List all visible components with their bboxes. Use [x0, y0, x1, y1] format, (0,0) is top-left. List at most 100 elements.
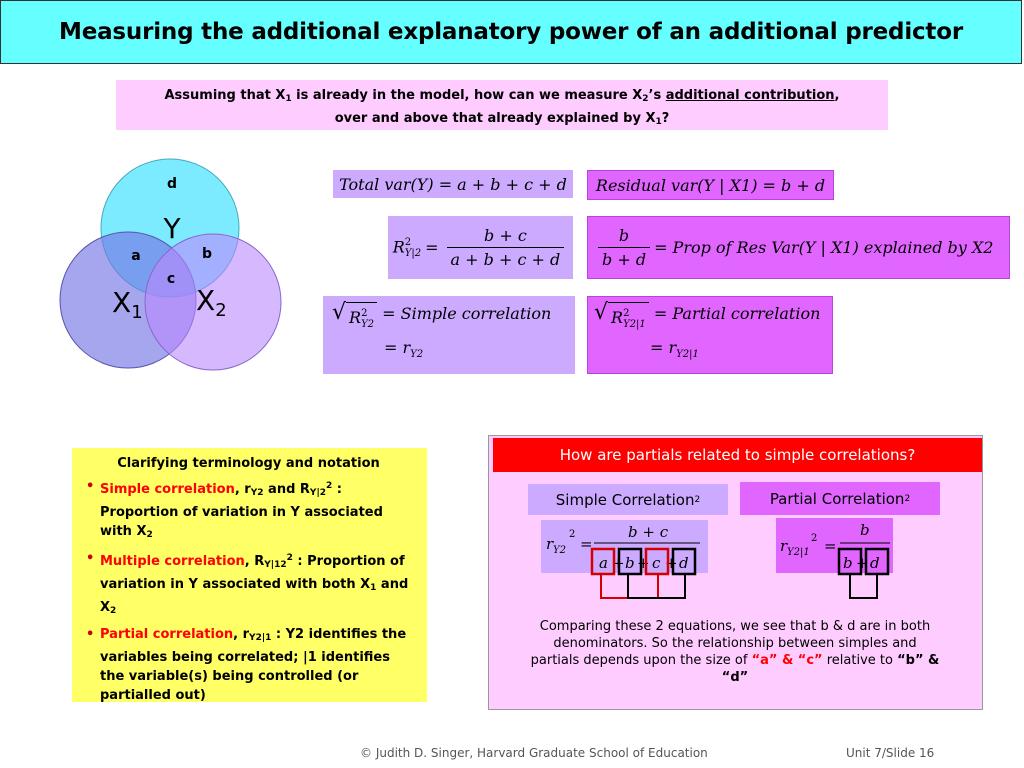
partial-r-subscript: Y2|1 [676, 349, 699, 361]
question-text: over and above that already explained by… [334, 111, 656, 126]
venn-label-x2: X2 [196, 284, 227, 321]
terminology-list: • Simple correlation, rY2 and RY|22 : Pr… [82, 477, 415, 705]
bullet-icon: • [86, 627, 95, 642]
simple-eq-den-d: d [679, 554, 689, 572]
residual-var-equation: Residual var(Y | X1) = b + d [587, 170, 834, 200]
terminology-box: Clarifying terminology and notation • Si… [72, 448, 427, 705]
simple-correlation-line-2: = rY2 [332, 333, 423, 370]
venn-region-c: c [167, 271, 175, 287]
term-sub: 1 [370, 583, 377, 593]
venn-label-x1: X1 [112, 286, 143, 323]
bracket-partial-b-d [849, 574, 878, 599]
terminology-item-simple: • Simple correlation, rY2 and RY|22 : Pr… [82, 477, 415, 545]
term-sub: 2 [146, 530, 153, 540]
question-text: , [834, 88, 840, 103]
footer-slide-number: Unit 7/Slide 16 [846, 746, 935, 760]
venn-label-x1-sub: 1 [131, 302, 142, 323]
partial-eq-box [776, 518, 893, 573]
venn-region-b: b [202, 246, 212, 262]
bullet-icon: • [86, 479, 95, 494]
venn-label-x1-text: X [112, 286, 131, 319]
box-b [617, 547, 643, 576]
simple-eq-box [541, 520, 708, 573]
term-name: Multiple correlation [100, 554, 245, 569]
term-sub: Y|12 [264, 560, 287, 570]
simple-eq-den-a: a [599, 554, 608, 572]
footer-credit: © Judith D. Singer, Harvard Graduate Sch… [360, 746, 708, 760]
question-line-2: over and above that already explained by… [116, 109, 888, 132]
simple-eq-den-b: b [625, 554, 635, 572]
r-squared-r: R [392, 237, 405, 256]
venn-label-x2-text: X [196, 284, 215, 317]
equals-sign: = [425, 238, 439, 257]
question-line-1: Assuming that X1 is already in the model… [116, 86, 888, 109]
prop-denominator: b + d [598, 247, 651, 269]
total-var-equation: Total var(Y) = a + b + c + d [333, 170, 573, 198]
simple-eq-equals: = [580, 535, 593, 553]
question-text: Assuming that X [164, 88, 286, 103]
comparison-ac: “a” & “c” [751, 653, 823, 668]
partial-eq-den-d: d [870, 554, 880, 572]
bracket-a-c [600, 574, 659, 599]
terminology-item-partial: • Partial correlation, rY2|1 : Y2 identi… [82, 625, 415, 705]
partial-eq-r: r [780, 537, 788, 555]
simple-r-sub: Y2 [361, 318, 375, 330]
partial-eq-den-b: b [843, 554, 853, 572]
question-text: is already in the model, how can we meas… [291, 88, 643, 103]
simple-r-text: = r [384, 338, 411, 358]
simple-eq-sup: 2 [569, 529, 575, 540]
comparison-text: Comparing these 2 equations, we see that… [530, 618, 940, 686]
partial-r-sub: Y2|1 [623, 318, 646, 330]
partial-label-text: Partial Correlation [769, 489, 905, 508]
simple-label-text: Simple Correlation [555, 490, 695, 509]
bullet-icon: • [86, 551, 95, 566]
partial-eq-numerator: b [860, 521, 870, 539]
partials-header: How are partials related to simple corre… [493, 438, 982, 472]
comparison-relative: relative to [822, 653, 898, 668]
r-squared-denominator: a + b + c + d [446, 247, 565, 269]
prop-rhs-text: = Prop of Res Var(Y | X1) explained by X… [654, 238, 994, 257]
question-sub: 1 [655, 117, 662, 127]
question-sub: 1 [285, 94, 292, 104]
bracket-b-d [627, 574, 686, 599]
term-sub: Y2 [250, 488, 264, 498]
total-var-text: Total var(Y) = a + b + c + d [339, 174, 567, 194]
prop-res-var-equation: b b + d = Prop of Res Var(Y | X1) explai… [587, 216, 1010, 279]
question-underlined: additional contribution [665, 88, 835, 103]
box-a [590, 547, 616, 576]
comparison-bd: “b” & “d” [721, 653, 940, 685]
partial-r-sup: 2 [623, 307, 630, 319]
term-sup: 2 [326, 481, 333, 491]
r-squared-numerator: b + c [484, 226, 527, 245]
slide-title: Measuring the additional explanatory pow… [59, 19, 963, 45]
simple-eq-den-c: c [652, 554, 661, 572]
partials-equations-diagram: r Y2 2 = b + c a + b + c + d r Y2|1 2 = … [546, 521, 890, 599]
prop-numerator: b [618, 226, 630, 245]
partial-correlation-text: = Partial correlation [653, 304, 821, 324]
question-text: ’s [648, 88, 666, 103]
question-text: ? [661, 111, 670, 126]
venn-region-d: d [167, 176, 177, 192]
simple-label-sup: 2 [694, 494, 701, 505]
simple-eq-numerator: b + c [628, 523, 669, 541]
r-squared-sup: 2 [404, 236, 412, 248]
simple-r-subscript: Y2 [410, 349, 424, 361]
terminology-title: Clarifying terminology and notation [117, 456, 380, 471]
